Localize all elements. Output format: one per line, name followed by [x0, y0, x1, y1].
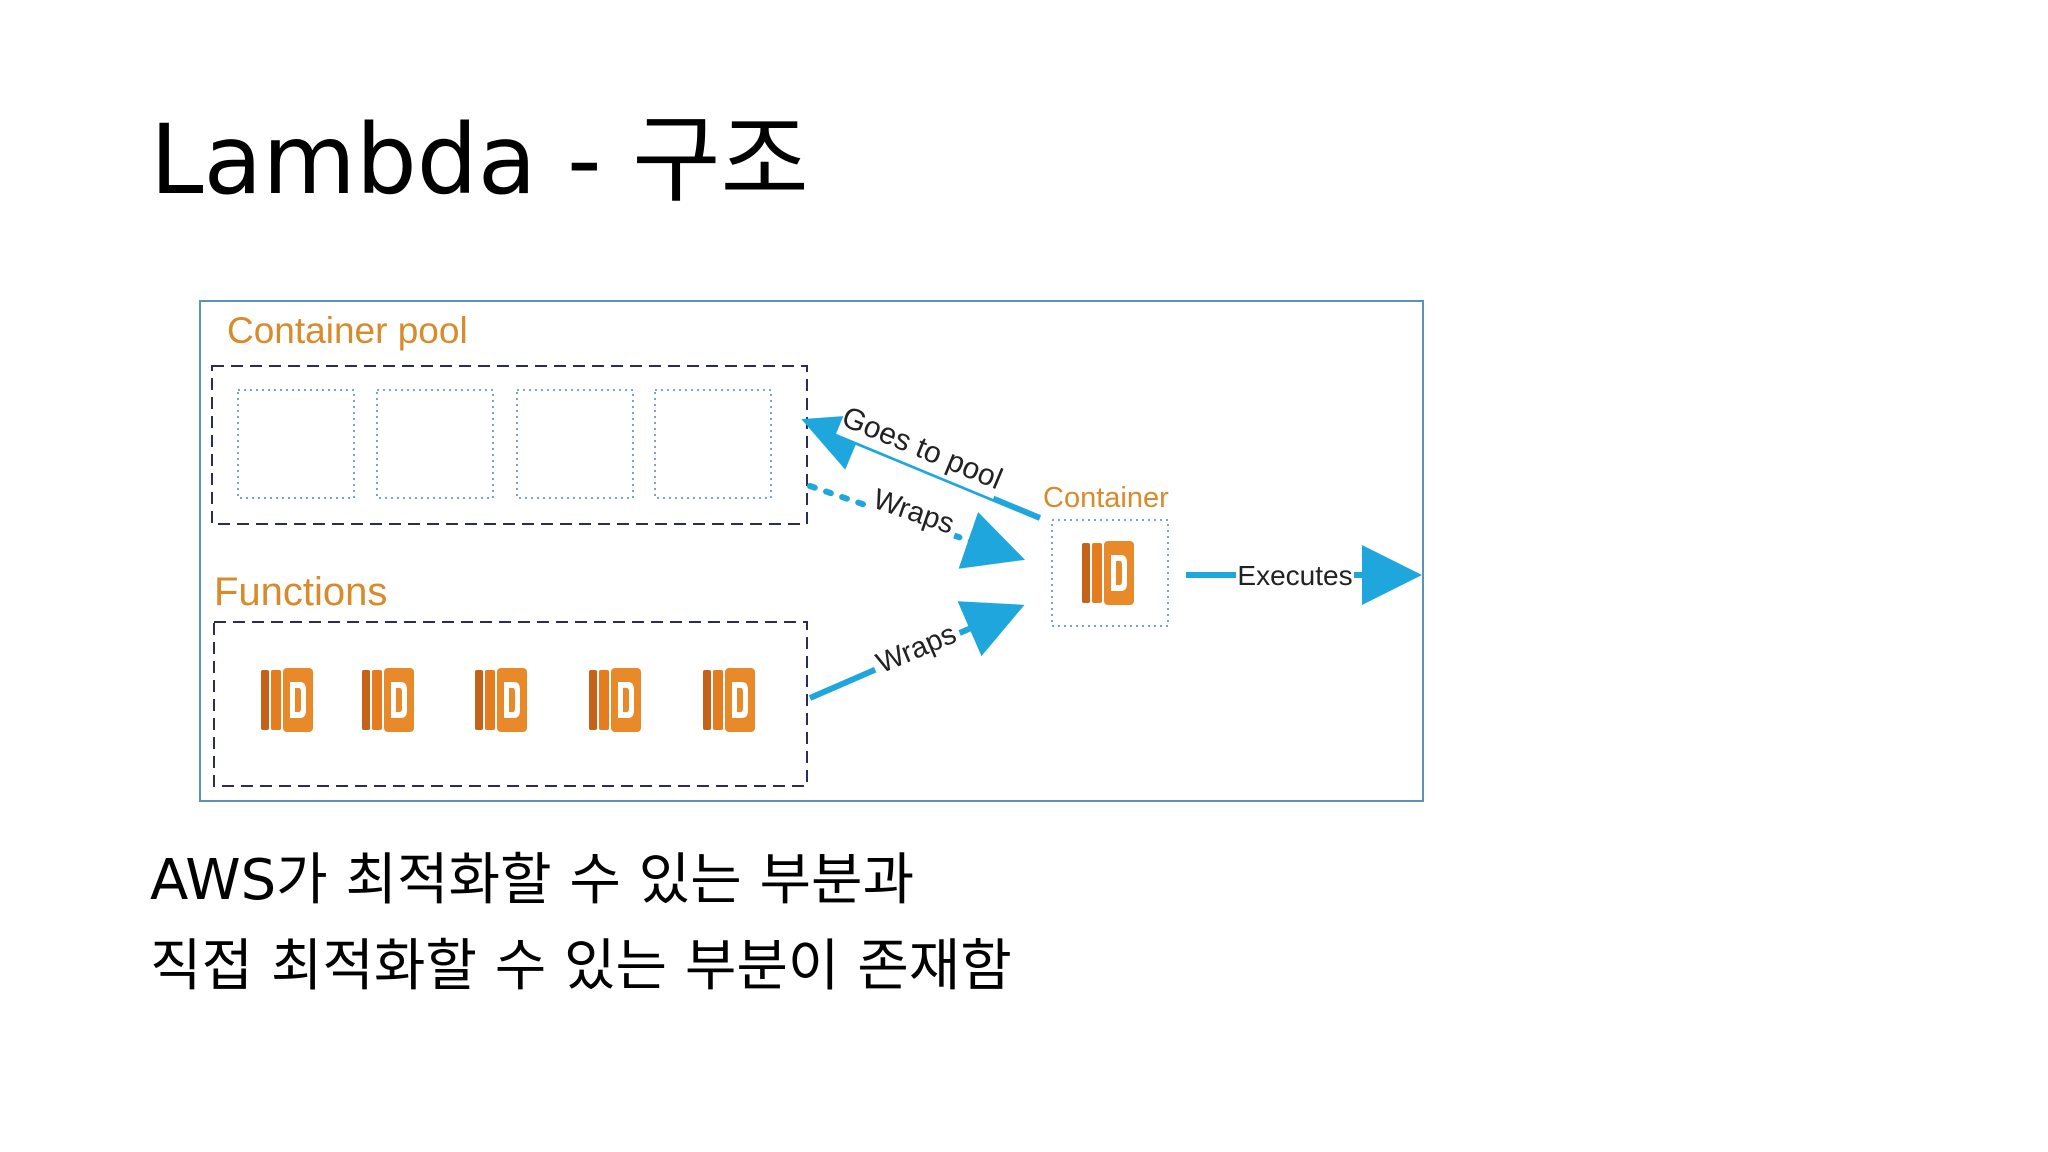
container-slot — [516, 389, 634, 499]
container-slot — [654, 389, 772, 499]
aws-lambda-icon — [703, 668, 755, 732]
container-slot — [376, 389, 494, 499]
aws-lambda-icon — [589, 668, 641, 732]
aws-lambda-icon — [362, 668, 414, 732]
container-label: Container — [1043, 482, 1169, 514]
aws-lambda-icon — [261, 668, 313, 732]
aws-lambda-icon — [1082, 541, 1134, 605]
functions-box — [213, 621, 808, 787]
functions-label: Functions — [214, 570, 387, 614]
body-line-1: AWS가 최적화할 수 있는 부분과 — [150, 848, 915, 913]
diagram-frame — [199, 300, 1424, 802]
container-box — [1051, 519, 1169, 627]
container-slot — [237, 389, 355, 499]
container-pool-label: Container pool — [227, 310, 468, 351]
executes-label: Executes — [1237, 560, 1352, 591]
body-text: AWS가 최적화할 수 있는 부분과 직접 최적화할 수 있는 부분이 존재함 — [150, 838, 1012, 1010]
body-line-2: 직접 최적화할 수 있는 부분이 존재함 — [150, 934, 1012, 999]
aws-lambda-icon — [475, 668, 527, 732]
slide-title: Lambda - 구조 — [150, 104, 809, 216]
